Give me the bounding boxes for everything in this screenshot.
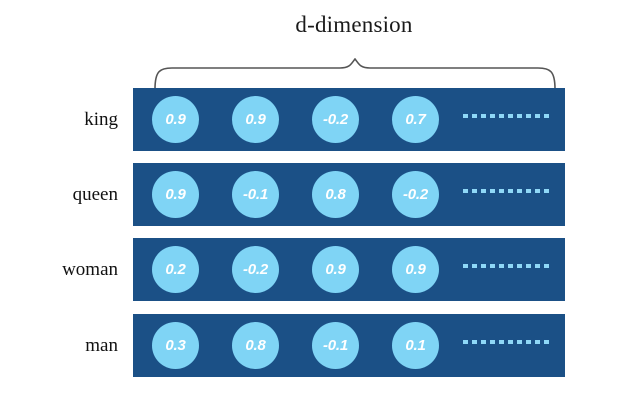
embedding-cell: -0.1 bbox=[312, 322, 359, 369]
ellipsis-dots-icon bbox=[463, 189, 555, 194]
embedding-cell: 0.8 bbox=[232, 322, 279, 369]
ellipsis-dash bbox=[481, 189, 486, 193]
ellipsis-dash bbox=[526, 264, 531, 268]
ellipsis-dash bbox=[526, 114, 531, 118]
embedding-cell: 0.7 bbox=[392, 96, 439, 143]
embedding-cell: 0.1 bbox=[392, 322, 439, 369]
ellipsis-dash bbox=[535, 340, 540, 344]
ellipsis-dash bbox=[499, 340, 504, 344]
ellipsis-dash bbox=[499, 264, 504, 268]
row-label-king: king bbox=[84, 108, 118, 130]
ellipsis-dash bbox=[508, 340, 513, 344]
ellipsis-dash bbox=[508, 264, 513, 268]
ellipsis-dash bbox=[544, 264, 549, 268]
embedding-cell: 0.9 bbox=[312, 246, 359, 293]
ellipsis-dash bbox=[490, 340, 495, 344]
ellipsis-dash bbox=[535, 189, 540, 193]
ellipsis-dash bbox=[517, 189, 522, 193]
embedding-row-woman: woman 0.2 -0.2 0.9 0.9 bbox=[0, 238, 637, 301]
ellipsis-dash bbox=[463, 264, 468, 268]
embedding-cell: 0.8 bbox=[312, 171, 359, 218]
d-dimension-title: d-dimension bbox=[295, 12, 413, 37]
ellipsis-dash bbox=[526, 189, 531, 193]
ellipsis-dash bbox=[535, 114, 540, 118]
embedding-cell: 0.9 bbox=[392, 246, 439, 293]
embedding-row-queen: queen 0.9 -0.1 0.8 -0.2 bbox=[0, 163, 637, 226]
ellipsis-dash bbox=[481, 340, 486, 344]
ellipsis-dash bbox=[535, 264, 540, 268]
ellipsis-dash bbox=[499, 114, 504, 118]
ellipsis-dash bbox=[517, 340, 522, 344]
embedding-row-king: king 0.9 0.9 -0.2 0.7 bbox=[0, 88, 637, 151]
ellipsis-dash bbox=[472, 340, 477, 344]
embedding-row-man: man 0.3 0.8 -0.1 0.1 bbox=[0, 314, 637, 377]
embedding-cell: -0.2 bbox=[392, 171, 439, 218]
row-label-woman: woman bbox=[62, 258, 118, 280]
embedding-cell: -0.2 bbox=[312, 96, 359, 143]
row-label-man: man bbox=[85, 334, 118, 356]
ellipsis-dash bbox=[463, 114, 468, 118]
ellipsis-dash bbox=[463, 189, 468, 193]
ellipsis-dash bbox=[517, 264, 522, 268]
ellipsis-dash bbox=[481, 264, 486, 268]
ellipsis-dash bbox=[517, 114, 522, 118]
ellipsis-dash bbox=[481, 114, 486, 118]
ellipsis-dash bbox=[508, 189, 513, 193]
ellipsis-dash bbox=[472, 114, 477, 118]
ellipsis-dash bbox=[499, 189, 504, 193]
embedding-cell: 0.3 bbox=[152, 322, 199, 369]
ellipsis-dots-icon bbox=[463, 264, 555, 269]
embedding-rows: king 0.9 0.9 -0.2 0.7 queen 0.9 -0.1 0.8… bbox=[0, 88, 637, 388]
ellipsis-dash bbox=[526, 340, 531, 344]
embedding-cell: -0.2 bbox=[232, 246, 279, 293]
ellipsis-dash bbox=[544, 340, 549, 344]
embedding-cell: 0.9 bbox=[152, 171, 199, 218]
ellipsis-dash bbox=[463, 340, 468, 344]
embedding-vector-bar: 0.2 -0.2 0.9 0.9 bbox=[133, 238, 565, 301]
embedding-cell: 0.9 bbox=[152, 96, 199, 143]
ellipsis-dash bbox=[472, 264, 477, 268]
embedding-vector-bar: 0.9 0.9 -0.2 0.7 bbox=[133, 88, 565, 151]
ellipsis-dash bbox=[490, 264, 495, 268]
row-label-queen: queen bbox=[72, 183, 118, 205]
embedding-vector-bar: 0.3 0.8 -0.1 0.1 bbox=[133, 314, 565, 377]
embedding-cell: 0.9 bbox=[232, 96, 279, 143]
ellipsis-dash bbox=[472, 189, 477, 193]
embedding-vector-bar: 0.9 -0.1 0.8 -0.2 bbox=[133, 163, 565, 226]
ellipsis-dash bbox=[490, 114, 495, 118]
ellipsis-dash bbox=[544, 114, 549, 118]
ellipsis-dots-icon bbox=[463, 114, 555, 119]
ellipsis-dash bbox=[490, 189, 495, 193]
ellipsis-dash bbox=[544, 189, 549, 193]
curly-brace-icon bbox=[150, 58, 560, 90]
embedding-cell: 0.2 bbox=[152, 246, 199, 293]
ellipsis-dash bbox=[508, 114, 513, 118]
embedding-cell: -0.1 bbox=[232, 171, 279, 218]
ellipsis-dots-icon bbox=[463, 340, 555, 345]
